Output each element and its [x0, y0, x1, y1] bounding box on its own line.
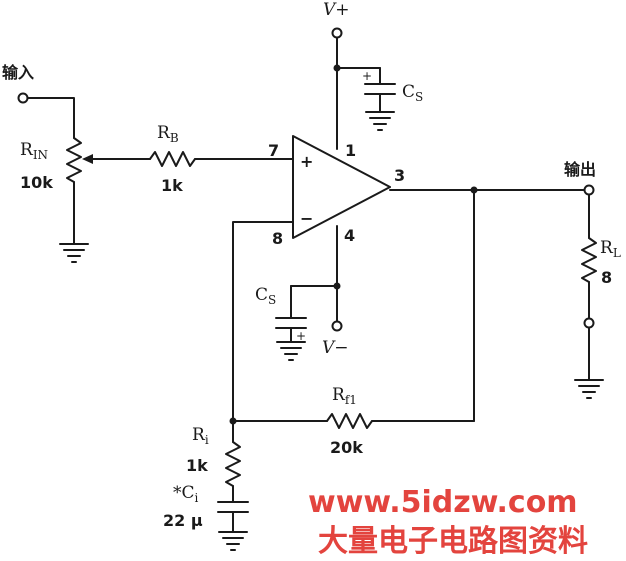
op-amp-plus-sign: +: [300, 152, 313, 171]
output-terminal: [583, 184, 595, 196]
ri-value: 1k: [186, 456, 208, 475]
vminus-label: V−: [322, 338, 349, 358]
rin-value: 10k: [20, 173, 53, 192]
input-wire: [27, 97, 75, 139]
rl-resistor: [581, 237, 597, 283]
cs-bot-plus: +: [296, 329, 306, 343]
ci-value: 22 μ: [163, 511, 203, 530]
rl-value: 8: [601, 268, 612, 287]
inverting-input-wire: [232, 221, 294, 422]
cs-bot-capacitor: [275, 317, 307, 343]
vminus-terminal: [331, 320, 343, 332]
ci-ground-icon: [218, 531, 248, 551]
ri-resistor: [225, 441, 241, 487]
cs-bot-label: CS: [255, 285, 276, 307]
cs-bot-ground-icon: [276, 341, 306, 361]
rl-label: RL: [600, 238, 621, 260]
cs-top-plus: +: [362, 69, 372, 83]
pin-3-label: 3: [394, 166, 405, 185]
rl-ground-icon: [574, 379, 604, 399]
ci-label: *Ci: [173, 483, 199, 505]
op-amp-minus-sign: −: [300, 209, 313, 228]
rf-resistor: [326, 413, 373, 429]
input-label: 输入: [2, 63, 34, 82]
rin-resistor: [66, 137, 82, 183]
watermark-text: 大量电子电路图资料: [318, 524, 588, 559]
pin-8-label: 8: [272, 229, 283, 248]
vplus-terminal: [331, 27, 343, 39]
ri-label: Ri: [192, 425, 209, 447]
ci-capacitor: [217, 501, 249, 533]
rl-terminal: [583, 317, 595, 329]
pin-4-label: 4: [344, 226, 355, 245]
rb-value: 1k: [161, 176, 183, 195]
cs-top-ground-icon: [365, 111, 395, 131]
rin-label: RIN: [20, 140, 48, 162]
pin-1-label: 1: [345, 141, 356, 160]
cs-top-label: CS: [402, 82, 423, 104]
output-label: 输出: [564, 160, 596, 179]
input-terminal: [17, 92, 29, 104]
watermark-url: www.5idzw.com: [308, 485, 578, 520]
rb-resistor: [149, 151, 196, 167]
rf-value: 20k: [330, 438, 363, 457]
rb-label: RB: [157, 123, 179, 145]
op-amp-triangle: [292, 135, 391, 239]
rin-ground-icon: [59, 243, 89, 263]
rin-wiper-arrow-icon: [82, 154, 93, 164]
vplus-label: V+: [323, 0, 350, 20]
pin-7-label: 7: [268, 141, 279, 160]
cs-top-capacitor: [364, 83, 396, 113]
rf-label: Rf1: [332, 385, 357, 407]
